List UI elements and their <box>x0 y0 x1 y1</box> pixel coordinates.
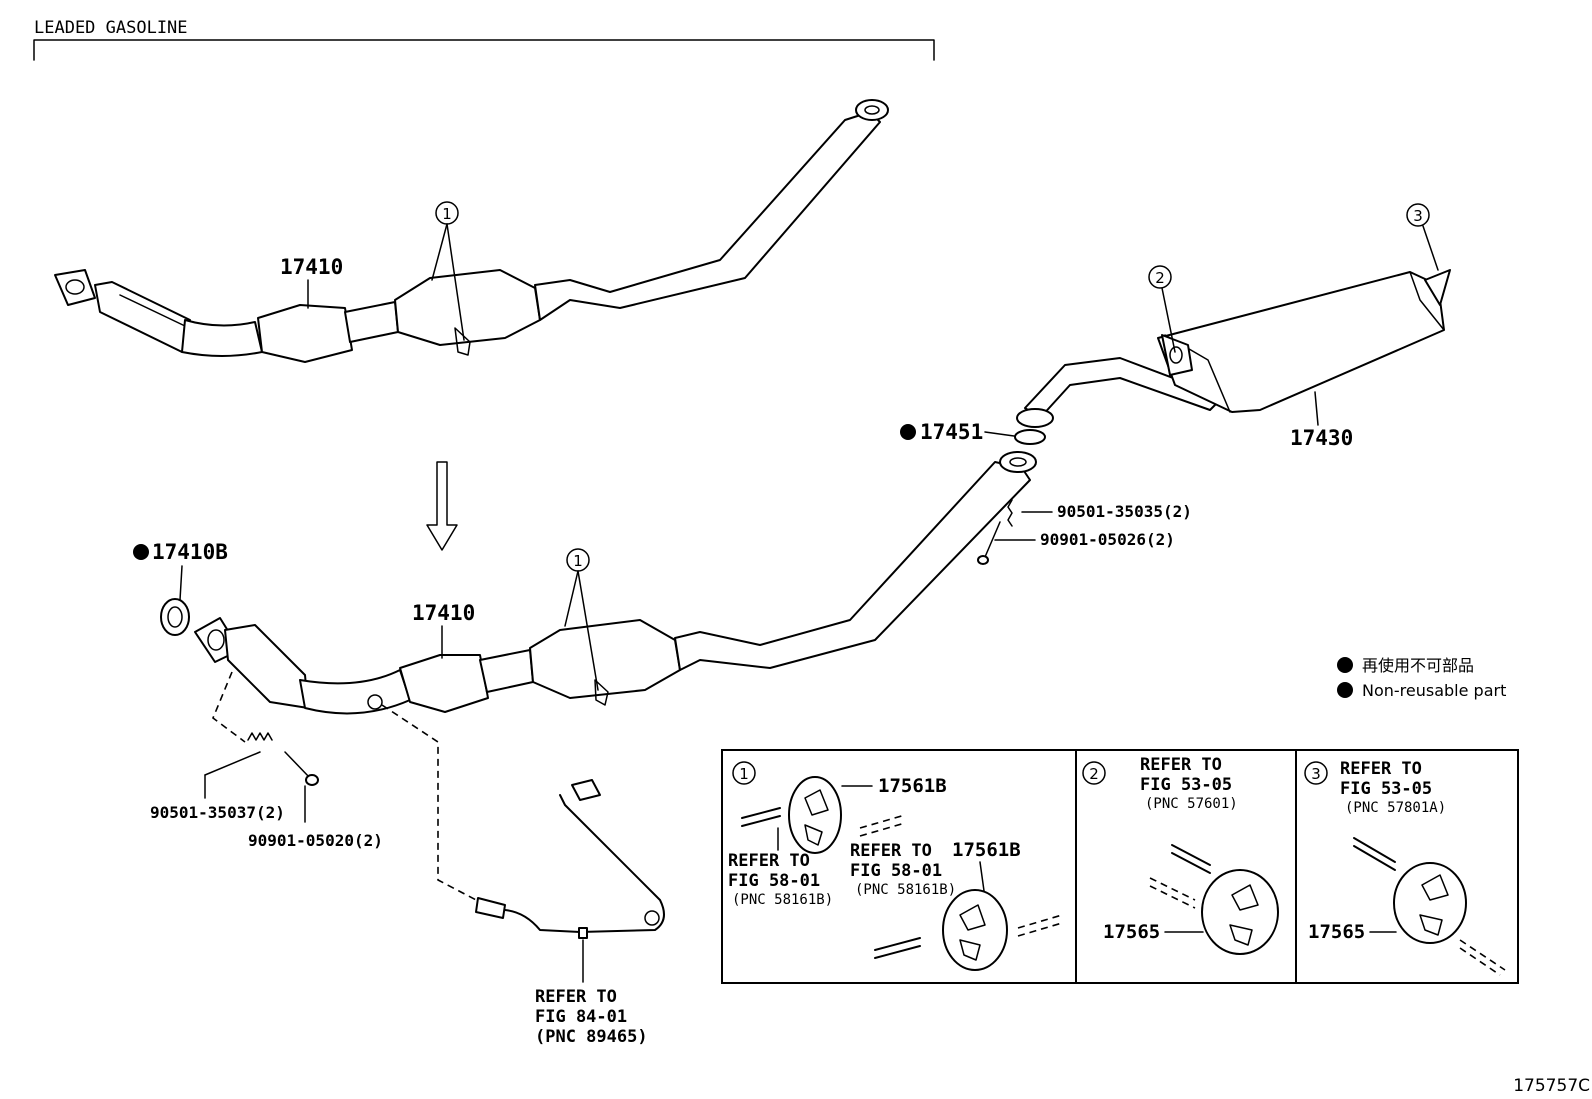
legend: 再使用不可部品 Non-reusable part <box>1337 656 1506 700</box>
part-label-17565-b: 17565 <box>1308 921 1365 943</box>
bottom-exhaust-assembly: 17410B 17410 1 905 <box>133 451 1192 1047</box>
ref-inset2-line1: REFER TO <box>1140 755 1222 775</box>
front-fastener-leader <box>212 671 246 743</box>
callout-circle-3 <box>1406 203 1430 227</box>
ref-inset1b-line1: REFER TO <box>850 841 932 861</box>
down-arrow <box>426 461 458 551</box>
gasket-17451: 17451 <box>900 420 1046 445</box>
variant-bracket <box>33 39 935 61</box>
intermediate-pipe-top <box>534 111 881 321</box>
ref-inset1a-line1: REFER TO <box>728 851 810 871</box>
rear-flange-bottom <box>999 451 1037 473</box>
catalyst-1-top <box>257 304 353 363</box>
svg-text:1: 1 <box>739 765 749 783</box>
rear-flange-top <box>855 99 889 121</box>
part-label-17410B: 17410B <box>152 540 228 564</box>
figure-number: 175757C <box>1513 1076 1590 1096</box>
legend-jp: 再使用不可部品 <box>1362 656 1474 675</box>
inset-2-callout <box>1082 761 1106 785</box>
catalyst-2-top <box>394 269 541 346</box>
ref-inset3-line3: (PNC 57801A) <box>1345 800 1446 816</box>
hanger-17561B-b <box>942 889 1008 971</box>
part-label-17410-bottom: 17410 <box>412 601 475 625</box>
front-flange-top <box>54 269 96 306</box>
legend-dot-jp <box>1337 657 1353 673</box>
part-label-17565-a: 17565 <box>1103 921 1160 943</box>
non-reusable-dot-17410B <box>133 544 149 560</box>
part-label-90501-35037: 90501-35037(2) <box>150 803 285 822</box>
legend-en: Non-reusable part <box>1362 681 1506 700</box>
inset-3-callout <box>1304 761 1328 785</box>
ref-inset3-line2: FIG 53-05 <box>1340 779 1432 799</box>
ref-sensor-line1: REFER TO <box>535 987 617 1007</box>
bolt-90901-05026 <box>977 555 989 565</box>
front-converter-bottom <box>224 624 309 709</box>
part-label-90901-05020: 90901-05020(2) <box>248 831 383 850</box>
bolt-90901-05020 <box>305 774 319 786</box>
part-label-17410-top: 17410 <box>280 255 343 279</box>
ref-sensor-line2: FIG 84-01 <box>535 1007 627 1027</box>
tailpipe-flange <box>1016 408 1054 428</box>
catalyst-2-bottom <box>529 619 681 699</box>
legend-dot-en <box>1337 682 1353 698</box>
svg-text:1: 1 <box>442 205 452 223</box>
hanger-17561B-a <box>788 776 842 854</box>
ref-inset1a-line3: (PNC 58161B) <box>732 892 833 908</box>
top-exhaust-assembly: 17410 1 <box>54 99 889 363</box>
gasket-front <box>160 598 190 636</box>
svg-text:2: 2 <box>1155 269 1165 287</box>
ref-sensor-line3: (PNC 89465) <box>535 1027 648 1047</box>
front-converter-top <box>94 281 191 353</box>
ref-inset3-line1: REFER TO <box>1340 759 1422 779</box>
spring-90501-35035 <box>1007 499 1013 527</box>
svg-text:3: 3 <box>1311 765 1321 783</box>
variant-label: LEADED GASOLINE <box>34 18 188 38</box>
ref-inset1b-line2: FIG 58-01 <box>850 861 942 881</box>
svg-text:2: 2 <box>1089 765 1099 783</box>
svg-text:1: 1 <box>573 552 583 570</box>
ref-inset1b-line3: (PNC 58161B) <box>855 882 956 898</box>
sensor-leader <box>381 704 481 903</box>
variant-header: LEADED GASOLINE <box>33 18 935 61</box>
hanger-17565-b <box>1393 862 1467 944</box>
inset-box-3 <box>1295 749 1519 984</box>
muffler-body <box>1157 271 1445 413</box>
part-label-17561B-b: 17561B <box>952 839 1021 861</box>
intermediate-pipe-bottom <box>674 461 1031 671</box>
hanger-17565-a <box>1201 869 1279 955</box>
oxygen-sensor <box>475 897 506 919</box>
part-label-17561B-a: 17561B <box>878 775 947 797</box>
inset-1-callout <box>732 761 756 785</box>
part-label-90901-05026: 90901-05026(2) <box>1040 530 1175 549</box>
part-label-17430: 17430 <box>1290 426 1353 450</box>
sensor-connector <box>571 779 601 801</box>
part-label-17451: 17451 <box>920 420 983 444</box>
ref-inset2-line3: (PNC 57601) <box>1145 796 1238 812</box>
part-label-90501-35035: 90501-35035(2) <box>1057 502 1192 521</box>
sensor-wire <box>504 794 665 933</box>
svg-text:3: 3 <box>1413 207 1423 225</box>
inset-boxes: 1 17561B REFER TO FIG 58-01 (PNC 58161B)… <box>721 749 1519 984</box>
gasket-rear <box>1014 429 1046 445</box>
non-reusable-dot-17451 <box>900 424 916 440</box>
catalyst-1-bottom <box>399 654 489 713</box>
ref-inset1a-line2: FIG 58-01 <box>728 871 820 891</box>
ref-inset2-line2: FIG 53-05 <box>1140 775 1232 795</box>
muffler-assembly: 17430 2 3 <box>1016 203 1451 450</box>
callout-circle-2 <box>1148 265 1172 289</box>
spring-90501-35037 <box>247 732 273 741</box>
